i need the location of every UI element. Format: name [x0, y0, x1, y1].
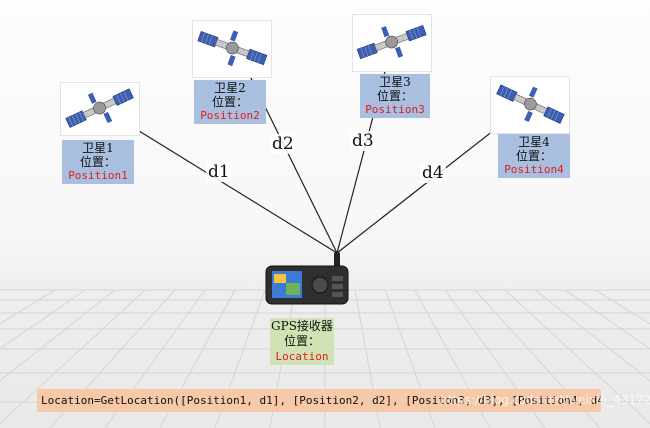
satellite-3-position-label: 位置： [376, 89, 413, 103]
distance-d4: d4 [420, 163, 446, 183]
gps-receiver-label: GPS接收器 位置： Location [270, 318, 334, 365]
satellite-4-position-value: Position4 [504, 163, 564, 176]
satellite-4-icon [490, 76, 570, 134]
satellite-4-position-label: 位置： [515, 149, 552, 163]
gps-receiver-icon [265, 252, 349, 305]
satellite-1-label: 卫星1 位置： Position1 [62, 140, 134, 184]
line-sat1 [117, 117, 338, 254]
satellite-3-icon [352, 14, 432, 72]
satellite-2-position-label: 位置： [211, 95, 248, 109]
satellite-3-name: 卫星3 [379, 75, 411, 89]
satellite-2-name: 卫星2 [214, 81, 246, 95]
watermark: https://blog.csdn.net/weixin_43172366 [440, 393, 650, 407]
satellite-2-position-value: Position2 [200, 109, 260, 122]
satellite-1-name: 卫星1 [82, 141, 114, 155]
satellite-1-position-value: Position1 [68, 169, 128, 182]
receiver-position-value: Location [275, 350, 329, 363]
satellite-4-label: 卫星4 位置： Position4 [498, 134, 570, 178]
satellite-2-icon [192, 20, 272, 78]
satellite-3-position-value: Position3 [365, 103, 425, 116]
satellite-2-label: 卫星2 位置： Position2 [194, 80, 266, 124]
satellite-1-position-label: 位置： [79, 155, 116, 169]
satellite-3-label: 卫星3 位置： Position3 [360, 74, 430, 118]
receiver-name: GPS接收器 [271, 319, 333, 333]
receiver-position-label: 位置： [283, 334, 320, 348]
satellite-4-name: 卫星4 [518, 135, 550, 149]
distance-d3: d3 [350, 131, 376, 151]
distance-d1: d1 [206, 162, 232, 182]
line-sat4 [336, 115, 513, 254]
satellite-1-icon [60, 82, 140, 136]
location-formula: Location=GetLocation([Position1, d1], [P… [37, 389, 601, 412]
distance-d2: d2 [270, 134, 296, 154]
